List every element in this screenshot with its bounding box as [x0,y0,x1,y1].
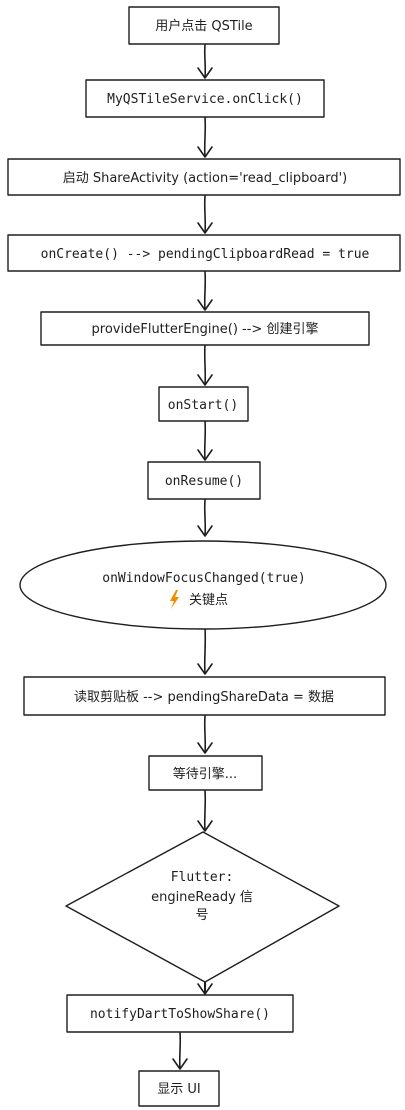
node-waiting-engine: 等待引擎... [148,755,263,791]
node-onstart: onStart() [158,386,249,422]
node-label-keypoint: 关键点 [189,593,228,608]
nodes: 用户点击 QSTile MyQSTileService.onClick() 启动… [7,6,401,1107]
edge-n5-n6 [197,344,213,386]
node-label-line-3: 号 [195,908,208,923]
node-label: 用户点击 QSTile [155,18,252,34]
node-label: 启动 ShareActivity (action='read_clipboard… [63,171,348,186]
node-label: 等待引擎... [173,766,237,782]
node-label: 显示 UI [157,1082,200,1097]
edge-n4-n5 [197,271,213,311]
node-oncreate: onCreate() --> pendingClipboardRead = tr… [7,234,401,272]
node-label: notifyDartToShowShare() [90,1007,270,1022]
edge-n9-n10 [197,715,213,754]
node-start-shareactivity: 启动 ShareActivity (action='read_clipboard… [7,158,401,196]
edge-n7-n8 [197,499,213,537]
node-onwindowfocuschanged: onWindowFocusChanged(true) 关键点 [19,540,387,630]
node-label-line-1: Flutter: [171,870,234,885]
edges [172,44,213,1070]
node-read-clipboard: 读取剪贴板 --> pendingShareData = 数据 [23,676,386,716]
edge-n10-n11 [197,789,213,832]
edge-n12-n13 [172,1032,188,1070]
edge-n8-n9 [197,627,213,675]
node-label: 读取剪贴板 --> pendingShareData = 数据 [74,689,334,705]
edge-n1-n2 [197,44,213,79]
node-label: MyQSTileService.onClick() [107,92,303,107]
node-user-click-qstile: 用户点击 QSTile [128,6,280,45]
edge-n6-n7 [197,420,213,461]
node-onclick: MyQSTileService.onClick() [85,79,325,118]
node-engine-ready-decision: Flutter: engineReady 信 号 [65,831,340,983]
edge-n2-n3 [197,117,213,158]
node-label: onWindowFocusChanged(true) [102,571,306,586]
edge-n3-n4 [197,195,213,234]
node-label: provideFlutterEngine() --> 创建引擎 [92,322,319,337]
node-label: onCreate() --> pendingClipboardRead = tr… [41,247,370,262]
node-provide-flutter-engine: provideFlutterEngine() --> 创建引擎 [40,311,370,346]
lightning-bolt-icon [170,590,179,609]
node-notify-dart: notifyDartToShowShare() [66,994,294,1033]
node-show-ui: 显示 UI [138,1070,220,1107]
node-label: onStart() [168,398,238,413]
node-label-line-2: engineReady 信 [151,890,253,905]
node-label: onResume() [165,474,243,489]
node-onresume: onResume() [147,461,261,500]
